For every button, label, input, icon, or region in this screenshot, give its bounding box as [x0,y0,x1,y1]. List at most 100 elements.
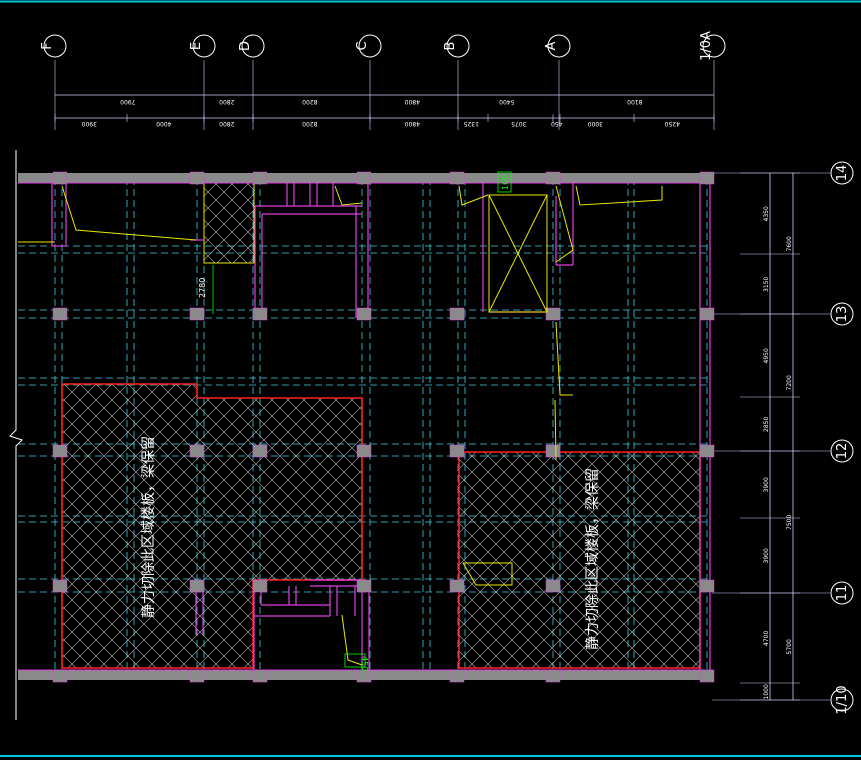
right-detail-dimension: 4350 [763,206,770,221]
right-detail-dimension: 4700 [763,631,770,646]
top-detail-dimension: 1325 [464,120,479,127]
hatched-region-right [458,451,701,669]
axis-bubble [830,581,854,605]
hatched-region-left [61,383,363,669]
top-total-dimension: 2800 [219,98,234,105]
axis-label: 1/10 [835,685,850,714]
top-total-dimension: 8100 [627,98,642,105]
axis-label: E [189,42,204,50]
svg-text:2780: 2780 [198,278,207,298]
structural-column [356,307,372,321]
structural-column [252,579,268,593]
axis-label: F [40,42,55,49]
axis-bubble [830,439,854,463]
top-total-dimension: 7900 [120,98,135,105]
axis-bubble [830,302,854,326]
structural-column [545,669,561,683]
structural-column [356,444,372,458]
structural-column [699,171,715,185]
top-detail-dimension: 4000 [156,120,171,127]
structural-column [449,307,465,321]
structural-column [52,579,68,593]
right-detail-dimension: 4950 [763,348,770,363]
structural-column [189,444,205,458]
axis-bubble [830,161,854,185]
dimension-2780: 2780 [198,265,214,314]
svg-text:100: 100 [501,175,510,190]
structural-column [449,669,465,683]
building-structure [18,171,715,683]
structural-column [252,669,268,683]
structural-column [449,444,465,458]
right-region-note: 静力切除此区域楼板，梁保留 [585,468,601,650]
axis-label: C [355,41,370,50]
axis-label: A [544,41,559,50]
right-total-dimension: 7600 [786,236,793,251]
axis-label: 11 [835,585,850,602]
structural-column [189,669,205,683]
right-total-dimension: 7500 [786,515,793,530]
svg-text:450: 450 [360,656,369,671]
right-detail-dimension: 2850 [763,417,770,432]
structural-column [699,307,715,321]
green-annotation-100: 100 [497,171,512,193]
break-symbol [9,150,23,720]
top-total-dimension: 5400 [499,98,514,105]
top-total-dimension: 4800 [405,98,420,105]
structural-column [52,307,68,321]
axis-bubble [192,34,216,58]
structural-column [52,444,68,458]
top-detail-dimension: 8200 [302,120,317,127]
structural-column [252,307,268,321]
axis-label: B [443,42,458,51]
yellow-details [18,185,663,666]
top-axis-bubbles: F E D C B A 1/0A [40,31,726,61]
axis-bubble [241,34,265,58]
top-detail-dimension: 3075 [511,120,526,127]
structural-column [356,171,372,185]
right-detail-dimension: 3900 [763,548,770,563]
top-detail-dimension: 450 [551,120,563,127]
axis-label: D [238,41,253,51]
axis-label: 1/0A [699,31,714,61]
structural-column [189,307,205,321]
structural-column [699,579,715,593]
axis-bubble [830,688,854,712]
axis-bubble [702,34,726,58]
right-detail-dimension: 3900 [763,477,770,492]
structural-column [449,579,465,593]
top-detail-dimension: 3000 [588,120,603,127]
structural-column [699,669,715,683]
left-region-note: 静力切除此区域楼板，梁保留 [141,436,157,618]
structural-column [545,444,561,458]
right-detail-dimension: 1000 [763,684,770,699]
structural-column [189,579,205,593]
structural-column [545,579,561,593]
structural-column [52,171,68,185]
top-detail-dimension: 3900 [82,120,97,127]
top-detail-dimension: 4250 [665,120,680,127]
top-total-dimension: 8200 [302,98,317,105]
axis-bubble [358,34,382,58]
right-detail-dimension: 3150 [763,277,770,292]
structural-column [356,669,372,683]
axis-bubble [446,34,470,58]
hatched-stair-opening [203,182,255,264]
axis-bubble [43,34,67,58]
right-total-dimension: 5700 [786,639,793,654]
structural-column [699,444,715,458]
structural-column [52,669,68,683]
structural-column [356,579,372,593]
axis-label: 13 [835,306,850,323]
structural-column [545,307,561,321]
green-annotation-450: 450 [344,653,369,671]
structural-column [545,171,561,185]
axis-bubble [547,34,571,58]
structural-column [449,171,465,185]
axis-label: 14 [835,165,850,182]
structural-column [252,444,268,458]
right-total-dimension: 7200 [786,375,793,390]
